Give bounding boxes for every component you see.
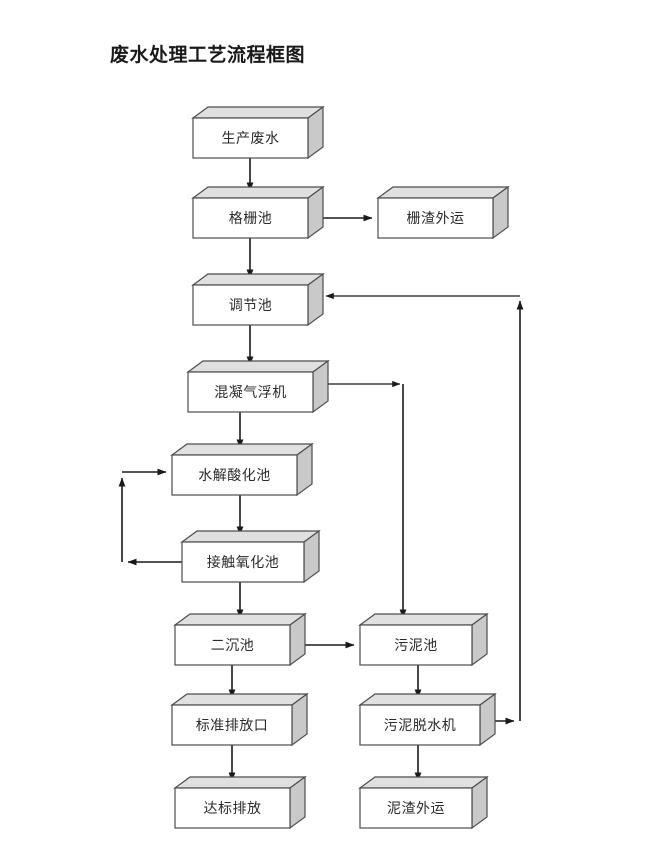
node-front-face: [192, 117, 309, 159]
node-top-face: [358, 613, 489, 626]
node-coagulation-flotation-machine[interactable]: 混凝气浮机: [186, 359, 330, 414]
node-label: 达标排放: [204, 801, 262, 817]
node-sludge-dewatering-machine[interactable]: 污泥脱水机: [358, 692, 497, 747]
node-front-face: [359, 624, 473, 666]
node-top-face: [191, 106, 325, 119]
node-label: 调节池: [229, 298, 273, 314]
node-label: 接触氧化池: [207, 554, 280, 571]
node-top-face: [376, 186, 510, 199]
node-front-face: [359, 704, 481, 746]
node-label: 水解酸化池: [198, 468, 271, 484]
node-top-face: [170, 693, 309, 706]
node-label: 标准排放口: [196, 718, 269, 734]
node-front-face: [174, 787, 291, 829]
node-layer: 生产废水 格栅池 栅渣外运 调节池: [170, 105, 510, 830]
node-label: 混凝气浮机: [214, 385, 287, 401]
page-title: 废水处理工艺流程框图: [110, 44, 306, 66]
node-front-face: [359, 787, 473, 829]
node-label: 格栅池: [229, 211, 273, 227]
node-top-face: [191, 186, 325, 199]
node-sludge-tank[interactable]: 污泥池: [358, 612, 489, 667]
connector-layer: [118, 158, 524, 782]
node-adjusting-tank[interactable]: 调节池: [191, 272, 325, 327]
node-top-face: [191, 273, 325, 286]
node-grating-tank[interactable]: 格栅池: [191, 185, 325, 240]
node-front-face: [192, 284, 309, 326]
node-top-face: [358, 693, 497, 706]
node-label: 二沉池: [211, 638, 255, 654]
node-top-face: [173, 776, 307, 789]
node-front-face: [377, 197, 494, 239]
node-raw-wastewater[interactable]: 生产废水: [191, 105, 325, 160]
node-top-face: [186, 360, 330, 373]
node-label: 生产废水: [222, 131, 280, 147]
node-front-face: [174, 624, 291, 666]
node-grate-residue-transport[interactable]: 栅渣外运: [376, 185, 510, 240]
node-secondary-settling-tank[interactable]: 二沉池: [173, 612, 307, 667]
node-label: 泥渣外运: [387, 801, 445, 817]
node-top-face: [358, 776, 489, 789]
node-top-face: [180, 530, 321, 543]
node-hydrolysis-acidification-tank[interactable]: 水解酸化池: [170, 442, 314, 497]
node-contact-oxidation-tank[interactable]: 接触氧化池: [180, 529, 321, 584]
node-top-face: [170, 443, 314, 456]
node-label: 污泥脱水机: [384, 718, 457, 734]
node-top-face: [173, 613, 307, 626]
node-standard-discharge-outlet[interactable]: 标准排放口: [170, 692, 309, 747]
node-front-face: [171, 704, 293, 746]
node-label: 栅渣外运: [407, 211, 465, 227]
node-front-face: [187, 371, 314, 413]
node-sludge-residue-transport[interactable]: 泥渣外运: [358, 775, 489, 830]
node-front-face: [192, 197, 309, 239]
node-front-face: [171, 454, 298, 496]
node-front-face: [181, 541, 305, 583]
node-label: 污泥池: [394, 638, 438, 654]
node-compliant-discharge[interactable]: 达标排放: [173, 775, 307, 830]
